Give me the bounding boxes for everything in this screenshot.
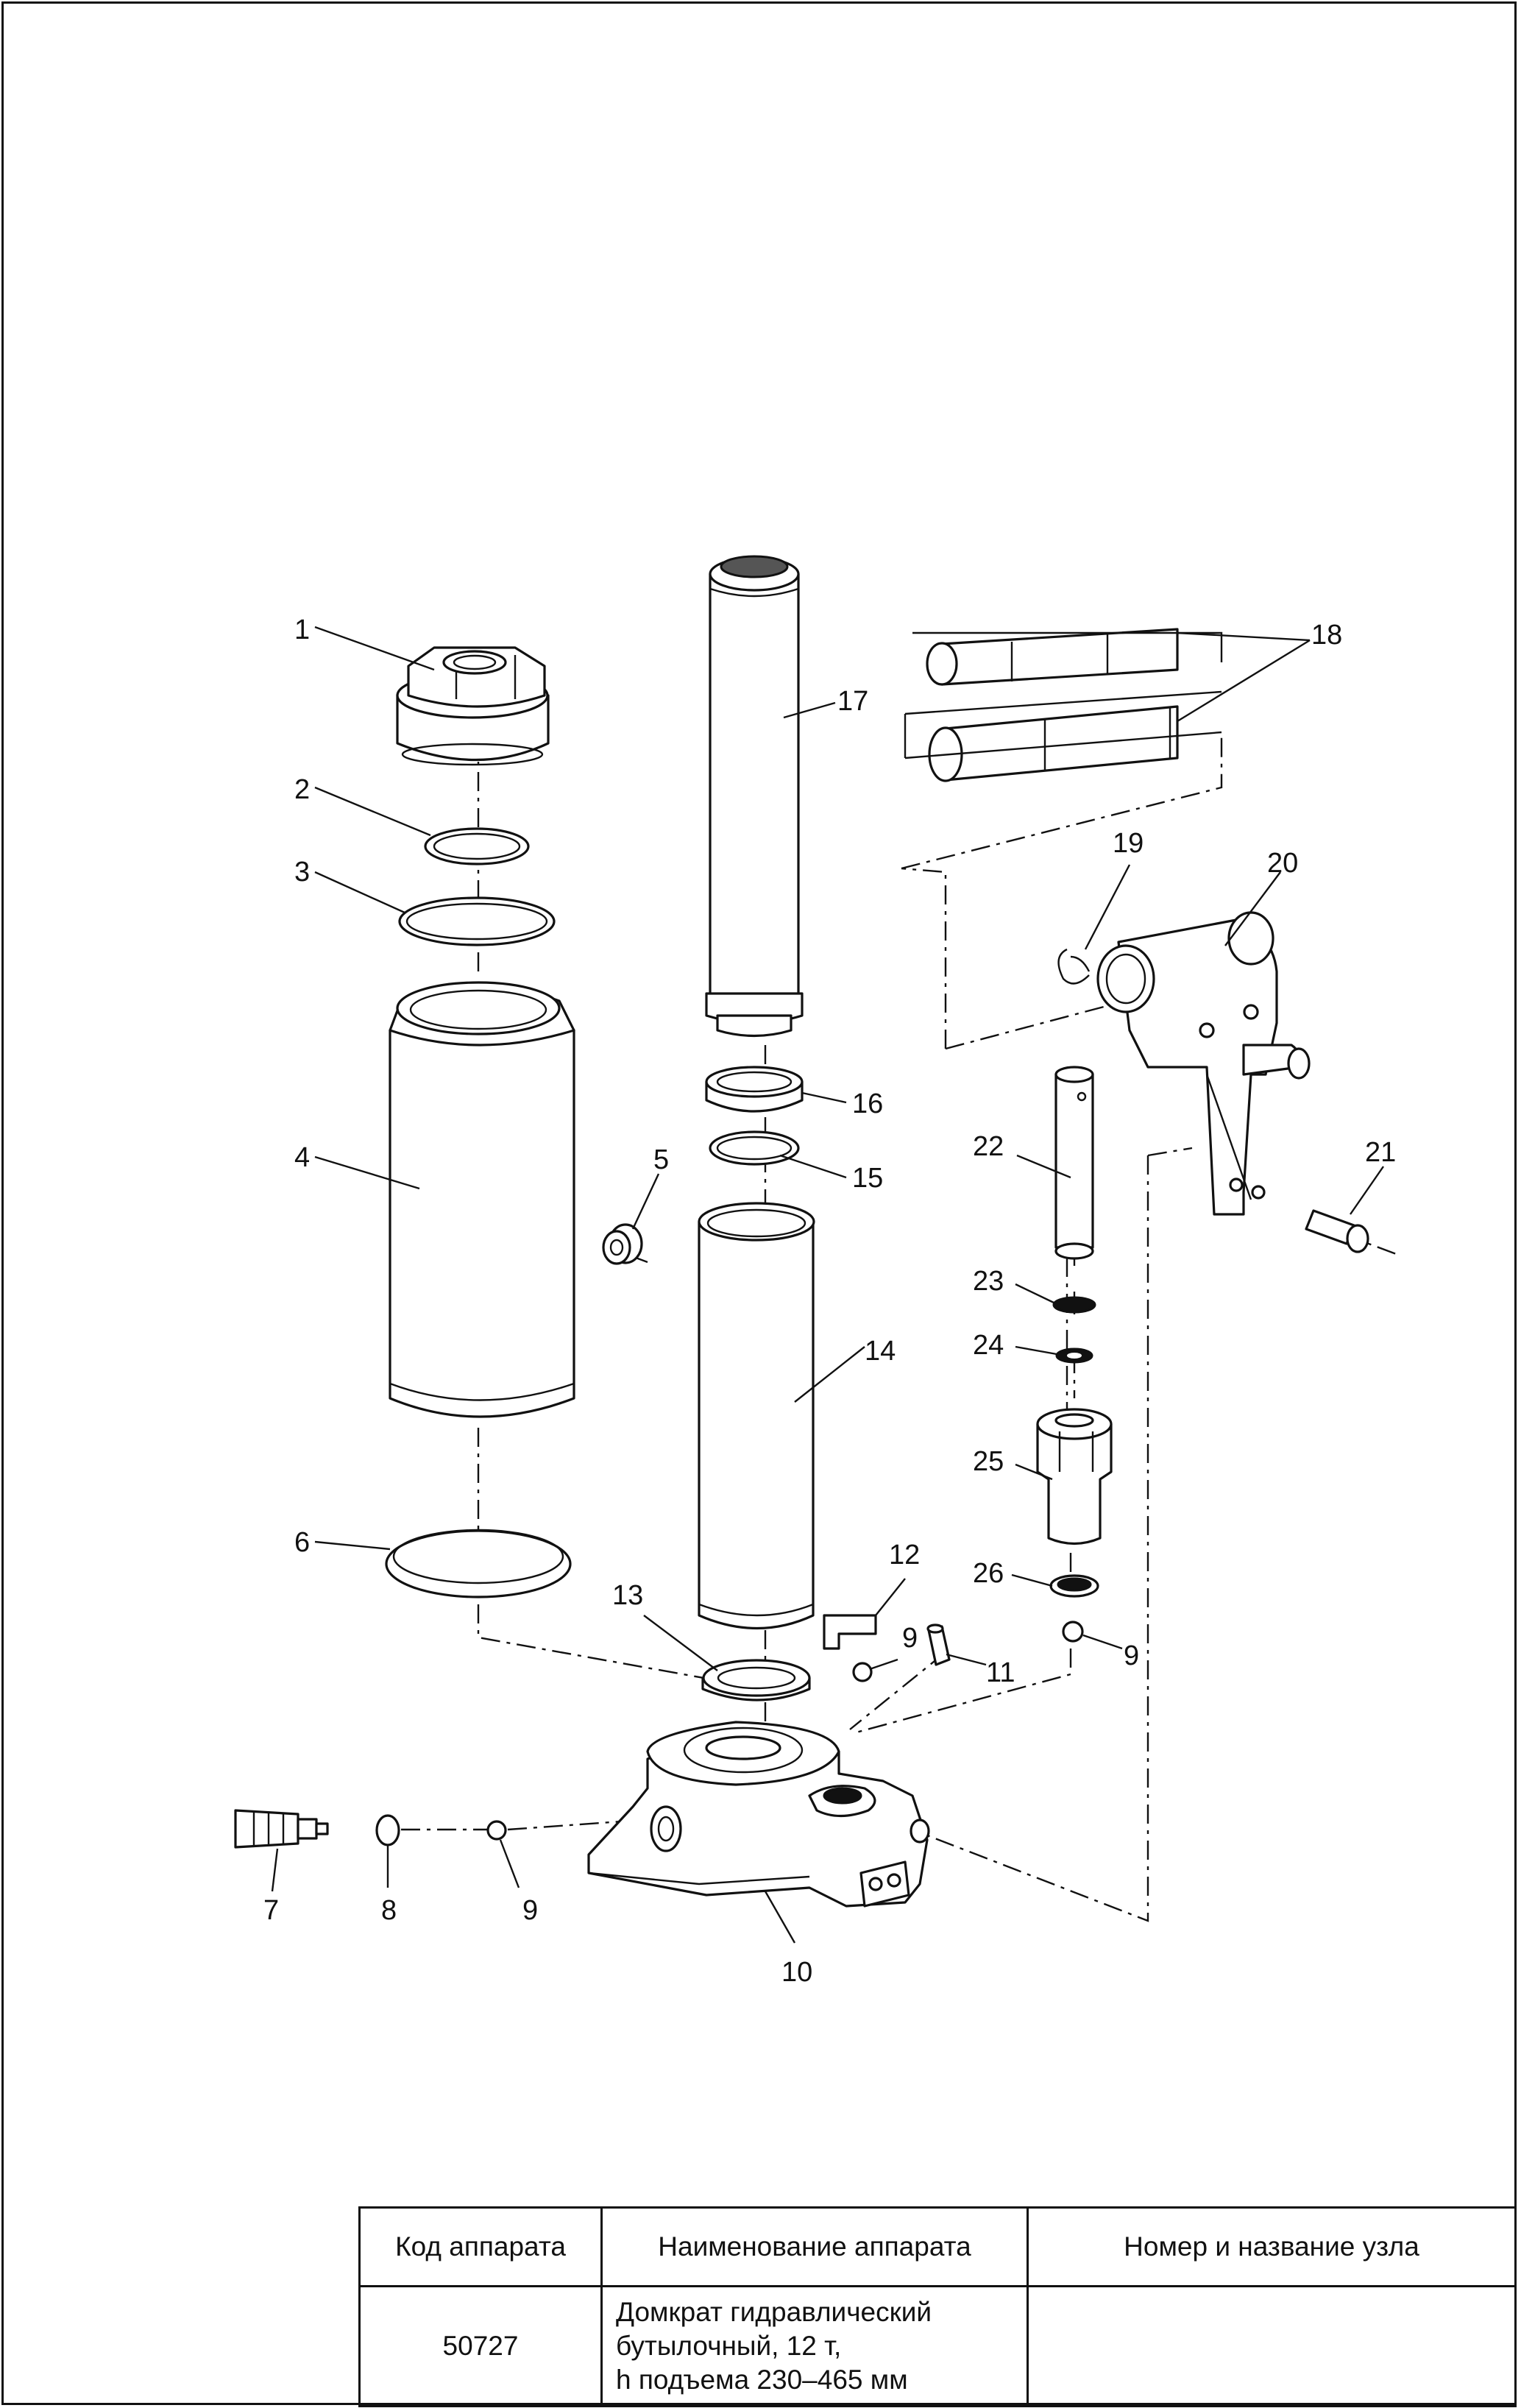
part-12-bracket (823, 1614, 877, 1650)
label-11: 11 (986, 1657, 1015, 1688)
part-3-ring (398, 896, 556, 946)
label-9-a: 9 (902, 1623, 918, 1654)
title-block-header-row: Код аппарата Наименование аппарата Номер… (358, 2206, 1517, 2287)
label-9-b: 9 (1124, 1640, 1139, 1671)
device-name: Домкрат гидравлический бутылочный, 12 т,… (600, 2285, 1029, 2407)
label-26: 26 (973, 1558, 1004, 1589)
label-20: 20 (1267, 848, 1298, 879)
part-21-pin (1305, 1209, 1369, 1253)
title-block: Код аппарата Наименование аппарата Номер… (358, 2206, 1517, 2407)
label-22: 22 (973, 1131, 1004, 1162)
label-2: 2 (294, 774, 310, 805)
device-code: 50727 (358, 2285, 603, 2407)
part-26-washer (1049, 1574, 1099, 1598)
part-22-plunger (1054, 1066, 1094, 1260)
label-4: 4 (294, 1142, 310, 1173)
header-assembly: Номер и название узла (1027, 2206, 1517, 2287)
ball-9-items (486, 1621, 1084, 1841)
title-block-data-row: 50727 Домкрат гидравлический бутылочный,… (358, 2285, 1517, 2407)
label-15: 15 (852, 1163, 883, 1194)
part-number-labels: 1 2 3 4 5 6 7 8 9 9 9 10 11 12 13 14 15 … (263, 615, 1396, 1988)
label-16: 16 (852, 1088, 883, 1119)
label-7: 7 (263, 1895, 279, 1926)
label-8: 8 (381, 1895, 397, 1926)
part-14-inner-cylinder (698, 1202, 815, 1629)
label-3: 3 (294, 857, 310, 888)
part-8-oring (375, 1814, 400, 1846)
part-20-handle-socket (1096, 911, 1311, 1216)
label-18: 18 (1311, 620, 1342, 651)
part-23-washer (1052, 1296, 1096, 1314)
part-24-washer (1055, 1348, 1093, 1364)
part-11-pin (926, 1623, 951, 1666)
label-9-c: 9 (522, 1895, 538, 1926)
label-17: 17 (837, 686, 868, 717)
label-24: 24 (973, 1330, 1004, 1361)
label-21: 21 (1365, 1137, 1396, 1168)
part-25-pump-body (1036, 1408, 1113, 1545)
device-name-line-2: бутылочный, 12 т, (616, 2330, 842, 2361)
part-19-clip (1057, 948, 1091, 985)
device-name-line-3: h подъема 230–465 мм (616, 2365, 908, 2395)
label-19: 19 (1113, 828, 1144, 859)
part-10-base (587, 1721, 930, 1908)
part-17-ram (705, 555, 804, 1038)
label-13: 13 (612, 1580, 643, 1611)
label-25: 25 (973, 1446, 1004, 1477)
part-1-top-nut (396, 646, 550, 766)
label-1: 1 (294, 615, 310, 645)
leader-lines (271, 626, 1384, 1944)
header-name: Наименование аппарата (600, 2206, 1029, 2287)
header-code: Код аппарата (358, 2206, 603, 2287)
label-5: 5 (653, 1144, 669, 1175)
assembly-value (1027, 2285, 1517, 2407)
part-2-ring (424, 827, 530, 865)
part-13-washer (701, 1659, 811, 1701)
part-4-cylinder (389, 981, 575, 1418)
part-6-seal (385, 1529, 572, 1598)
label-23: 23 (973, 1266, 1004, 1297)
part-7-release-valve (234, 1809, 329, 1849)
label-14: 14 (865, 1336, 896, 1367)
label-6: 6 (294, 1527, 310, 1558)
part-5-plug (602, 1223, 643, 1265)
device-name-line-1: Домкрат гидравлический (616, 2296, 932, 2327)
label-12: 12 (889, 1540, 920, 1570)
label-10: 10 (781, 1957, 812, 1988)
part-16-ring (705, 1066, 804, 1113)
part-15-ring (709, 1130, 800, 1166)
part-18-handle-tubes (904, 628, 1223, 782)
